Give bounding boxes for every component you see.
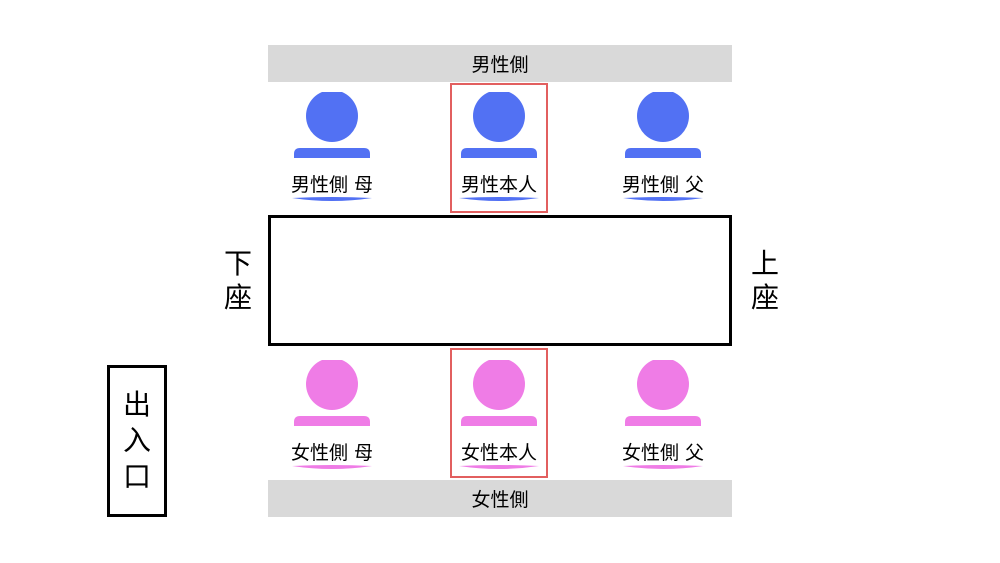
seat-label: 男性本人 bbox=[460, 174, 537, 196]
person-icon bbox=[459, 360, 539, 469]
seat-label: 女性本人 bbox=[460, 442, 537, 464]
entrance-label: 出入口 bbox=[122, 388, 151, 493]
seat-male-self: 男性本人 bbox=[449, 92, 549, 222]
highlight-box-male bbox=[450, 83, 548, 213]
upper-seat-label: 上座 bbox=[750, 247, 779, 314]
male-side-bar-label: 男性側 bbox=[471, 54, 529, 76]
seat-label: 女性側 父 bbox=[621, 442, 705, 464]
person-icon bbox=[459, 92, 539, 201]
seat-female-mother: 女性側 母 bbox=[282, 360, 382, 490]
seat-male-father: 男性側 父 bbox=[613, 92, 713, 222]
seat-label: 女性側 母 bbox=[290, 442, 374, 464]
male-side-bar: 男性側 bbox=[268, 45, 732, 82]
lower-seat-label: 下座 bbox=[223, 247, 252, 314]
seat-label: 男性側 父 bbox=[621, 174, 705, 196]
seat-female-self: 女性本人 bbox=[449, 360, 549, 490]
seat-male-mother: 男性側 母 bbox=[282, 92, 382, 222]
female-side-bar: 女性側 bbox=[268, 480, 732, 517]
entrance-box: 出入口 bbox=[107, 365, 167, 517]
female-side-bar-label: 女性側 bbox=[471, 489, 529, 511]
person-icon bbox=[623, 360, 703, 469]
table bbox=[268, 215, 732, 346]
seat-female-father: 女性側 父 bbox=[613, 360, 713, 490]
person-icon bbox=[623, 92, 703, 201]
person-icon bbox=[292, 92, 372, 201]
person-icon bbox=[292, 360, 372, 469]
seat-label: 男性側 母 bbox=[290, 174, 374, 196]
highlight-box-female bbox=[450, 348, 548, 478]
